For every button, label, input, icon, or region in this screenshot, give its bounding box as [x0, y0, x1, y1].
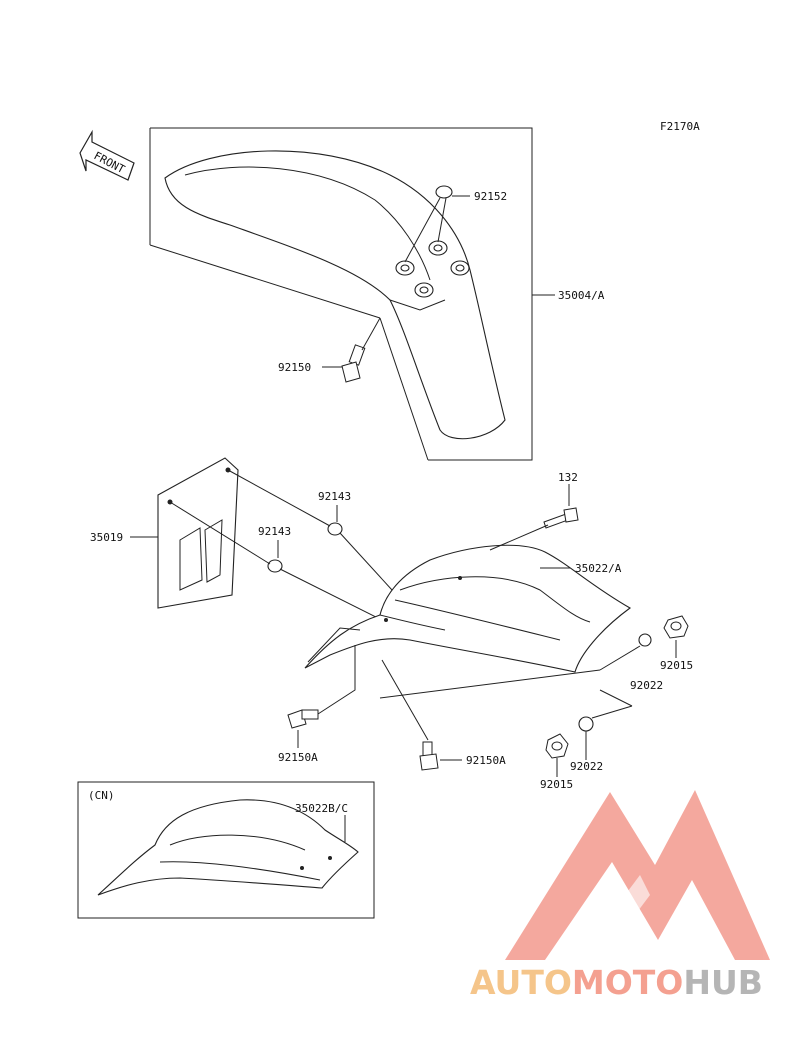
watermark-word-3: HUB [683, 963, 763, 1002]
washer-92143-top-icon [327, 522, 343, 536]
watermark-logo [505, 790, 770, 960]
bolt-92150-icon [341, 344, 366, 383]
label-92015-right: 92015 [660, 659, 693, 672]
nut-92015-bottom-icon [545, 733, 569, 759]
washer-92022-bottom-icon [578, 716, 594, 732]
label-35022a: 35022/A [575, 562, 622, 575]
label-92015-bottom: 92015 [540, 778, 573, 791]
front-arrow-icon: FRONT [79, 129, 135, 181]
label-35019: 35019 [90, 531, 123, 544]
label-35022bc: 35022B/C [295, 802, 348, 815]
watermark-text: AUTOMOTOHUB [470, 963, 763, 1002]
inset-region-label: (CN) [88, 789, 115, 802]
bolt-132-icon [543, 507, 579, 529]
label-92150a-right: 92150A [466, 754, 506, 767]
bolt-92150a-right-icon [419, 741, 439, 771]
label-92143-top: 92143 [318, 490, 351, 503]
label-35004a: 35004/A [558, 289, 605, 302]
washer-92152-icon [435, 185, 453, 199]
washer-92143-left-icon [267, 559, 283, 573]
label-92022-right: 92022 [630, 679, 663, 692]
watermark-word-2: MOTO [572, 963, 683, 1002]
watermark-triangle-icon [505, 790, 770, 960]
front-fender-group [149, 127, 555, 461]
nut-92015-right-icon [663, 615, 689, 639]
inset-cn-box [77, 781, 375, 919]
bolt-92150a-left-icon [287, 709, 319, 729]
label-92143-left: 92143 [258, 525, 291, 538]
label-92152: 92152 [474, 190, 507, 203]
label-132: 132 [558, 471, 578, 484]
label-92022-bottom: 92022 [570, 760, 603, 773]
number-plate-35019 [130, 457, 239, 609]
label-92150a-left: 92150A [278, 751, 318, 764]
washer-92022-right-icon [638, 633, 652, 647]
rear-fender-35022a [304, 544, 632, 673]
label-92150: 92150 [278, 361, 311, 374]
watermark-word-1: AUTO [470, 963, 572, 1002]
figure-code: F2170A [660, 120, 700, 133]
